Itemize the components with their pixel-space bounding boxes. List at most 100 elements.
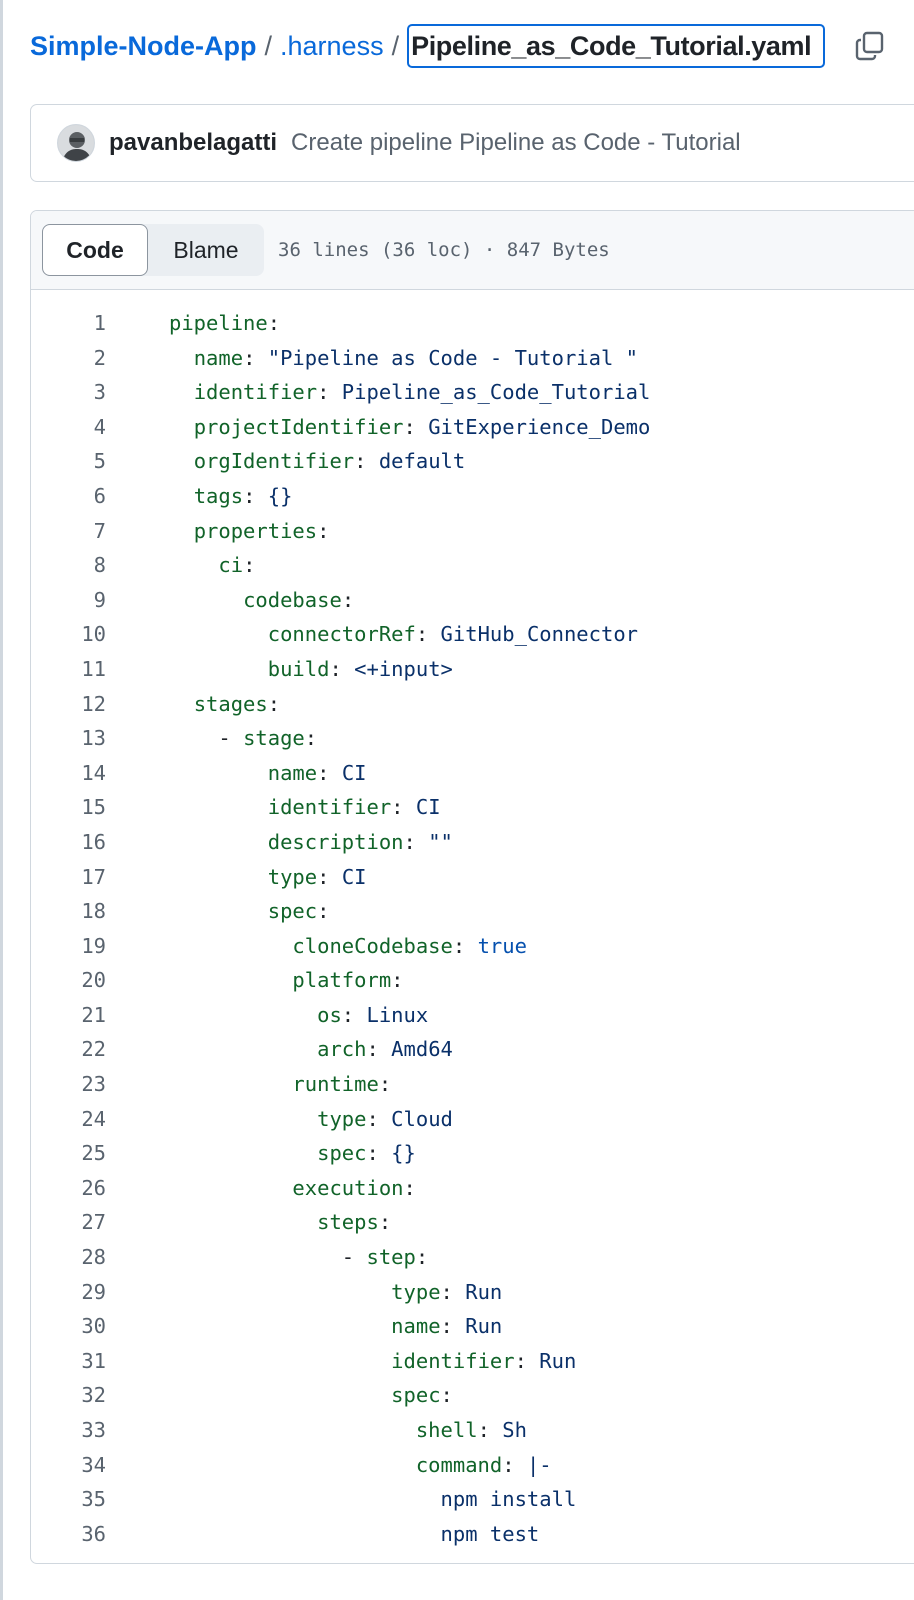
line-number[interactable]: 3 [93, 380, 106, 405]
code-line: 3 identifier: Pipeline_as_Code_Tutorial [31, 375, 914, 410]
line-code: os: Linux [169, 998, 428, 1033]
yaml-colon: : [440, 1314, 466, 1339]
line-number[interactable]: 12 [81, 691, 106, 716]
line-number[interactable]: 19 [81, 933, 106, 958]
yaml-value: default [378, 449, 466, 474]
code-line: 23 runtime: [31, 1067, 914, 1102]
yaml-colon: : [477, 1418, 503, 1442]
code-line: 22 arch: Amd64 [31, 1032, 914, 1067]
line-number[interactable]: 16 [81, 829, 106, 854]
line-number[interactable]: 4 [93, 414, 106, 439]
line-code: - stage: [169, 721, 317, 756]
line-number[interactable]: 24 [81, 1106, 106, 1131]
line-number[interactable]: 1 [93, 311, 106, 335]
yaml-colon: : [514, 1348, 540, 1373]
indent [169, 553, 218, 577]
line-code: name: "Pipeline as Code - Tutorial " [169, 341, 638, 376]
line-number[interactable]: 31 [81, 1348, 106, 1373]
line-number[interactable]: 8 [93, 553, 106, 578]
line-number[interactable]: 30 [81, 1314, 106, 1339]
breadcrumb-repo-link[interactable]: Simple-Node-App [30, 30, 257, 61]
yaml-colon: : [415, 1245, 429, 1270]
file-info: 36 lines (36 loc) · 847 Bytes [278, 239, 610, 261]
code-line: 4 projectIdentifier: GitExperience_Demo [31, 410, 914, 445]
commit-author-link[interactable]: pavanbelagatti [109, 129, 278, 156]
code-line: 33 shell: Sh [31, 1413, 914, 1448]
line-number[interactable]: 9 [93, 587, 106, 612]
yaml-value: "Pipeline as Code - Tutorial " [267, 345, 639, 370]
line-number[interactable]: 5 [93, 449, 106, 474]
yaml-key: orgIdentifier [193, 449, 355, 474]
yaml-key: shell [415, 1418, 478, 1442]
line-number[interactable]: 33 [81, 1418, 106, 1442]
line-number[interactable]: 27 [81, 1210, 106, 1235]
indent [169, 1245, 342, 1269]
line-number[interactable]: 32 [81, 1383, 106, 1408]
yaml-key: identifier [391, 1348, 515, 1373]
yaml-value: GitHub_Connector [440, 622, 639, 647]
yaml-colon: : [440, 1383, 453, 1408]
yaml-colon: : [317, 380, 342, 405]
commit-message-link[interactable]: Create pipeline Pipeline as Code - Tutor… [291, 129, 741, 156]
yaml-key: stages [193, 691, 268, 716]
line-number[interactable]: 26 [81, 1175, 106, 1200]
yaml-colon: : [366, 1141, 392, 1166]
line-number[interactable]: 35 [81, 1487, 106, 1512]
line-number[interactable]: 7 [93, 518, 106, 543]
code-line: 28 - step: [31, 1240, 914, 1275]
yaml-colon: : [391, 795, 416, 820]
code-line: 35 npm install [31, 1482, 914, 1517]
yaml-value: "" [428, 829, 453, 854]
yaml-colon: : [243, 345, 268, 370]
line-number[interactable]: 17 [81, 864, 106, 889]
yaml-colon: : [317, 518, 330, 543]
line-number[interactable]: 11 [81, 656, 106, 681]
list-dash: - [218, 726, 244, 751]
line-number[interactable]: 28 [81, 1245, 106, 1270]
line-code: stages: [169, 687, 280, 722]
line-number[interactable]: 18 [81, 899, 106, 924]
code-view-button[interactable]: Code [42, 224, 148, 276]
line-code: - step: [169, 1240, 428, 1275]
line-number[interactable]: 22 [81, 1037, 106, 1062]
yaml-key: name [267, 760, 318, 785]
avatar[interactable] [57, 124, 95, 162]
yaml-key: type [317, 1106, 367, 1131]
breadcrumb-folder-link[interactable]: .harness [280, 30, 384, 61]
line-number[interactable]: 23 [81, 1072, 106, 1097]
yaml-colon: : [452, 933, 478, 958]
yaml-colon: : [378, 1072, 392, 1097]
indent [169, 1141, 317, 1165]
yaml-colon: : [440, 1279, 466, 1304]
line-code: name: CI [169, 756, 367, 791]
line-number[interactable]: 25 [81, 1141, 106, 1166]
indent [169, 346, 194, 370]
line-number[interactable]: 15 [81, 795, 106, 820]
line-number[interactable]: 2 [93, 345, 106, 370]
yaml-value: {} [391, 1141, 416, 1166]
line-number[interactable]: 36 [81, 1521, 106, 1546]
code-line: 19 cloneCodebase: true [31, 929, 914, 964]
line-number[interactable]: 21 [81, 1002, 106, 1027]
yaml-colon: : [502, 1452, 527, 1477]
line-number[interactable]: 14 [81, 760, 106, 785]
copy-icon[interactable] [854, 30, 886, 62]
line-number[interactable]: 29 [81, 1279, 106, 1304]
line-number[interactable]: 10 [81, 622, 106, 647]
indent [169, 934, 292, 958]
blame-view-button[interactable]: Blame [173, 236, 239, 263]
code-line: 12 stages: [31, 687, 914, 722]
breadcrumb-file-name[interactable]: Pipeline_as_Code_Tutorial.yaml [407, 24, 826, 68]
view-mode-toggle: Code Blame [42, 224, 264, 276]
line-code: shell: Sh [169, 1413, 527, 1448]
line-number[interactable]: 13 [81, 726, 106, 751]
indent [169, 830, 268, 854]
line-number[interactable]: 34 [81, 1452, 106, 1477]
yaml-colon: : [366, 1106, 392, 1131]
yaml-key: connectorRef [267, 622, 416, 647]
line-number[interactable]: 6 [93, 483, 106, 508]
code-line: 6 tags: {} [31, 479, 914, 514]
line-number[interactable]: 20 [81, 968, 106, 993]
